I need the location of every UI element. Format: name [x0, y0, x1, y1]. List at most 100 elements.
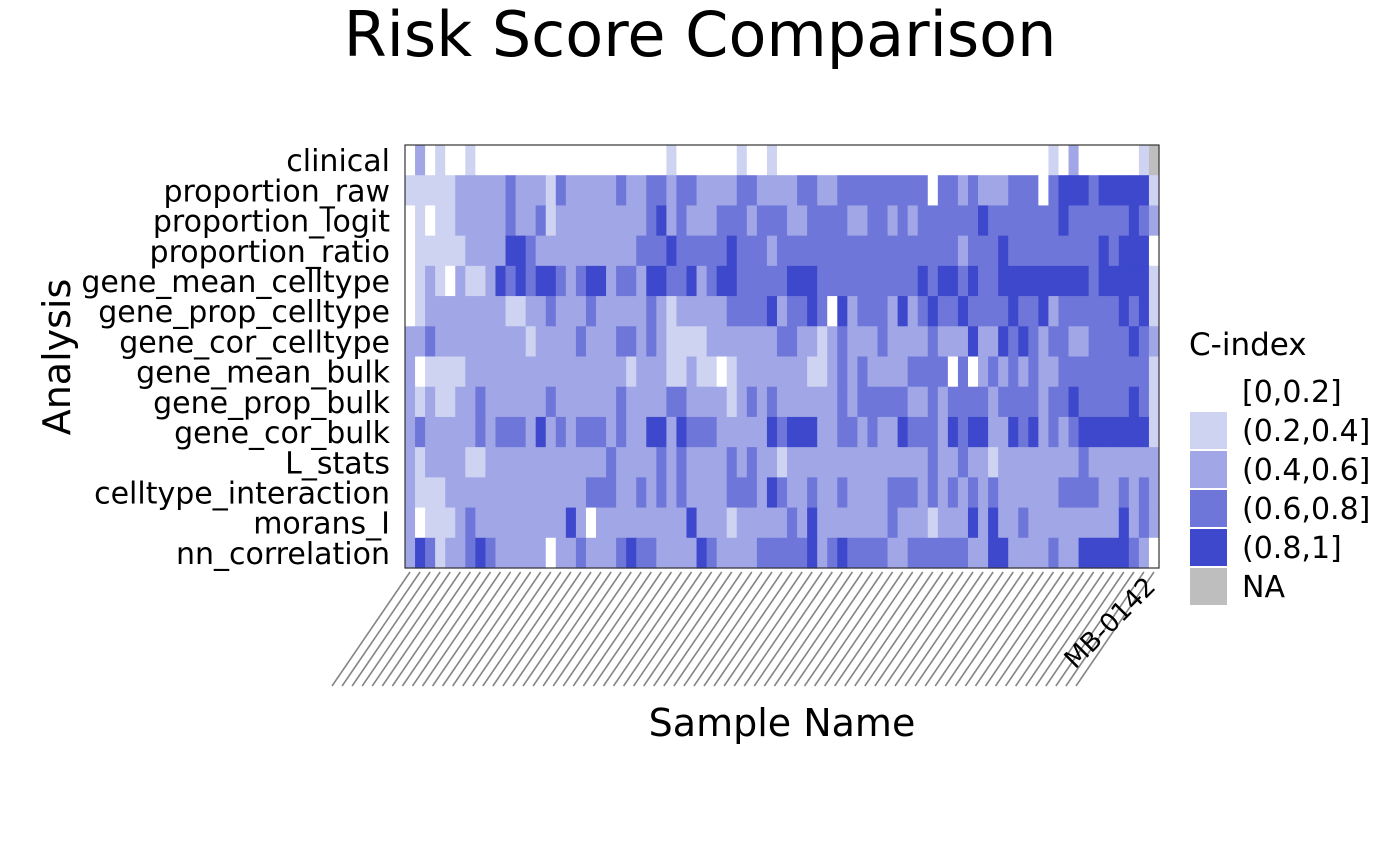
heatmap-cell: [867, 326, 879, 358]
heatmap-cell: [1018, 265, 1029, 297]
heatmap-cell: [1058, 447, 1070, 478]
heatmap-cell: [1128, 537, 1140, 569]
heatmap-cell: [656, 296, 667, 327]
heatmap-cell: [656, 477, 667, 509]
heatmap-cell: [535, 507, 547, 539]
heatmap-cell: [978, 145, 989, 176]
heatmap-cell: [435, 175, 446, 207]
heatmap-cell: [756, 296, 768, 327]
heatmap-cell: [967, 235, 979, 267]
heatmap-cell: [1048, 507, 1060, 539]
heatmap-cell: [475, 326, 487, 358]
heatmap-cell: [465, 145, 476, 176]
heatmap-cell: [807, 507, 818, 539]
heatmap-cell: [716, 447, 728, 478]
heatmap-cell: [495, 356, 507, 388]
heatmap-cell: [485, 175, 497, 207]
column-label-mark: [813, 571, 894, 687]
heatmap-cell: [787, 296, 798, 327]
heatmap-cell: [646, 477, 657, 509]
column-label-mark: [472, 571, 552, 687]
heatmap-cell: [887, 386, 899, 418]
column-label-mark: [994, 571, 1075, 687]
heatmap-cell: [807, 235, 818, 267]
heatmap-cell: [927, 235, 939, 267]
heatmap-cell: [1068, 145, 1080, 176]
heatmap-cell: [847, 537, 858, 569]
heatmap-cell: [797, 537, 808, 569]
heatmap-cell: [988, 386, 999, 418]
heatmap-cell: [525, 447, 537, 478]
heatmap-cell: [1058, 416, 1070, 448]
heatmap-cell: [626, 265, 637, 297]
heatmap-cell: [706, 386, 718, 418]
column-label-mark: [602, 571, 683, 687]
heatmap-cell: [425, 447, 436, 478]
heatmap-cell: [1028, 416, 1039, 448]
heatmap-cell: [1058, 265, 1070, 297]
heatmap-cell: [776, 326, 788, 358]
heatmap-cell: [575, 296, 587, 327]
heatmap-cell: [1148, 145, 1160, 176]
heatmap-cell: [1148, 296, 1160, 327]
heatmap-cell: [465, 326, 476, 358]
column-label-mark: [582, 571, 663, 687]
heatmap-cell: [1118, 507, 1130, 539]
heatmap-cell: [445, 175, 456, 207]
heatmap-cell: [736, 507, 748, 539]
heatmap-cell: [1138, 265, 1150, 297]
heatmap-cell: [1098, 447, 1110, 478]
heatmap-cell: [676, 416, 688, 448]
heatmap-cell: [927, 386, 939, 418]
column-label-mark: [371, 571, 451, 687]
heatmap-cell: [575, 477, 587, 509]
heatmap-cell: [937, 175, 949, 207]
heatmap-cell: [636, 477, 647, 509]
heatmap-cell: [686, 175, 698, 207]
row-label: gene_mean_bulk: [136, 356, 390, 391]
heatmap-cell: [1038, 145, 1050, 176]
heatmap-cell: [1048, 145, 1060, 176]
heatmap-cell: [998, 296, 1009, 327]
column-label-mark: [502, 571, 582, 687]
column-label-mark: [1075, 571, 1155, 687]
heatmap-cell: [787, 386, 798, 418]
heatmap-cell: [616, 416, 627, 448]
heatmap-cell: [927, 537, 939, 569]
heatmap-cell: [636, 537, 647, 569]
heatmap-cell: [425, 356, 436, 388]
heatmap-cell: [525, 477, 537, 509]
heatmap-cell: [515, 296, 527, 327]
heatmap-cell: [415, 235, 426, 267]
heatmap-cell: [1008, 416, 1019, 448]
legend-swatch: [1190, 373, 1227, 410]
heatmap-cell: [887, 477, 899, 509]
heatmap-cell: [626, 175, 637, 207]
heatmap-cell: [957, 477, 969, 509]
heatmap-cell: [998, 537, 1009, 569]
heatmap-cell: [666, 205, 678, 237]
heatmap-cell: [636, 205, 647, 237]
heatmap-cell: [415, 265, 426, 297]
column-label-mark: [954, 571, 1034, 687]
heatmap-cell: [445, 145, 456, 176]
heatmap-cell: [596, 356, 607, 388]
heatmap-cell: [475, 386, 487, 418]
heatmap-cell: [706, 205, 718, 237]
heatmap-cell: [857, 537, 869, 569]
row-label: celltype_interaction: [94, 476, 390, 511]
heatmap-cell: [495, 205, 507, 237]
heatmap-cell: [1058, 386, 1070, 418]
heatmap-cell: [877, 537, 889, 569]
heatmap-cell: [827, 477, 838, 509]
legend-swatch: [1190, 451, 1227, 488]
heatmap-cell: [787, 477, 798, 509]
column-label-mark: [522, 571, 602, 687]
heatmap-cell: [686, 477, 698, 509]
heatmap-cell: [666, 537, 678, 569]
heatmap-cell: [1038, 326, 1050, 358]
column-label-mark: [693, 571, 773, 687]
column-label-mark: [532, 571, 612, 687]
heatmap-cell: [947, 205, 959, 237]
heatmap-cell: [485, 507, 497, 539]
